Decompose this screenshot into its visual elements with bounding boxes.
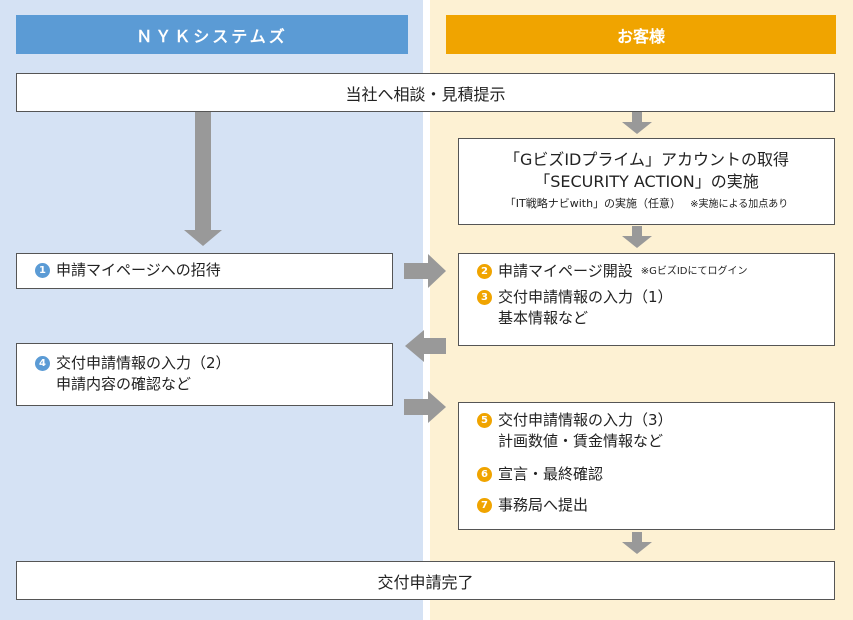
arrow-down-gbiz-step2 [622,226,652,248]
final-box: 交付申請完了 [16,561,835,600]
step3-number-icon: 3 [477,290,492,305]
step4-line1: 交付申請情報の入力（2） [56,354,231,372]
consult-box: 当社へ相談・見積提示 [16,73,835,112]
gbiz-line3-note: ※実施による加点あり [690,199,789,210]
step2-text: 申請マイページ開設 [498,262,633,280]
arrow-down-left [184,112,222,246]
step5-line1: 交付申請情報の入力（3） [498,411,673,429]
step4-line2: 申請内容の確認など [56,375,192,393]
customer-header: お客様 [446,15,836,54]
arrow-down-step7-final [622,532,652,554]
arrow-down-consult-gbiz [622,112,652,134]
gbiz-line3: 「IT戦略ナビwith」の実施（任意） [504,197,682,210]
gbiz-line2: 「SECURITY ACTION」の実施 [534,172,759,191]
arrow-right-step1-step2 [404,254,446,288]
step2-3-box: 2 申請マイページ開設 ※GビズIDにてログイン 3 交付申請情報の入力（1） … [458,253,835,346]
step5-7-box: 5 交付申請情報の入力（3） 計画数値・賃金情報など 6 宣言・最終確認 7 事… [458,402,835,530]
gbiz-box: 「GビズIDプライム」アカウントの取得 「SECURITY ACTION」の実施… [458,138,835,225]
arrow-right-step4-step5 [404,391,446,423]
step2-note: ※GビズIDにてログイン [640,266,748,277]
nyk-header: ＮＹＫシステムズ [16,15,408,54]
step5-number-icon: 5 [477,413,492,428]
step7-number-icon: 7 [477,498,492,513]
step4-box: 4 交付申請情報の入力（2） 申請内容の確認など [16,343,393,406]
step7-text: 事務局へ提出 [498,496,589,514]
step2-number-icon: 2 [477,264,492,279]
step6-text: 宣言・最終確認 [498,465,604,483]
final-text: 交付申請完了 [377,572,474,592]
step3-line1: 交付申請情報の入力（1） [498,288,673,306]
step1-text: 申請マイページへの招待 [56,261,221,279]
step6-number-icon: 6 [477,467,492,482]
step5-line2: 計画数値・賃金情報など [498,432,664,450]
step1-box: 1 申請マイページへの招待 [16,253,393,289]
step3-line2: 基本情報など [498,309,589,327]
consult-text: 当社へ相談・見積提示 [345,84,506,104]
gbiz-line1: 「GビズIDプライム」アカウントの取得 [503,150,790,169]
step4-number-icon: 4 [35,356,50,371]
step1-number-icon: 1 [35,263,50,278]
arrow-left-step3-step4 [405,330,446,362]
